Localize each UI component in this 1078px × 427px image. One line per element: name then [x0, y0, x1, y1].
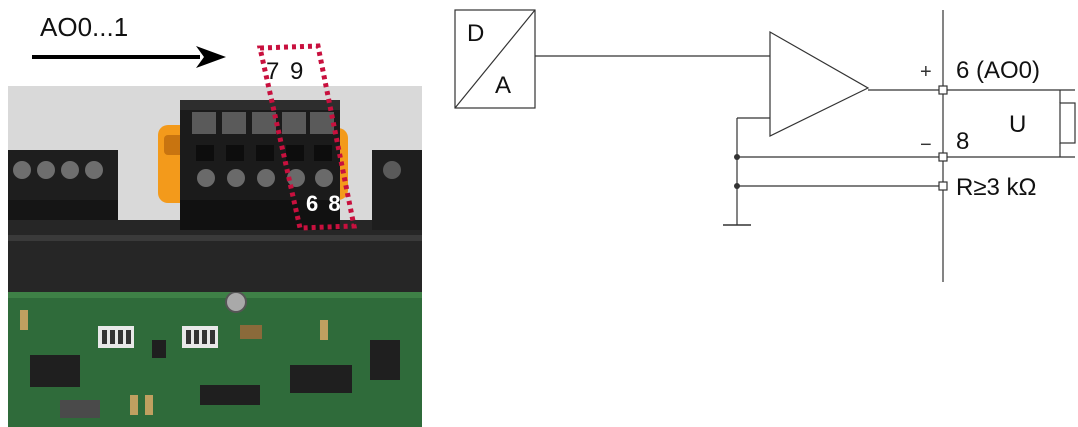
dac-diagonal — [454, 9, 536, 109]
pcb-components — [20, 291, 400, 418]
bottom-terminal-numbers: 6 8 — [306, 191, 343, 216]
junction-dot — [734, 183, 740, 189]
terminal-square — [938, 181, 948, 191]
dac-label-a: A — [495, 72, 512, 99]
signal-arrow-head — [196, 46, 226, 68]
load-label: R≥3 kΩ — [956, 174, 1037, 201]
dac-block — [454, 9, 536, 109]
dac-label-d: D — [467, 20, 485, 47]
connector-housing — [8, 220, 422, 292]
terminal-square — [938, 85, 948, 95]
amplifier-symbol — [769, 30, 870, 137]
top-terminal-numbers: 7 9 — [266, 58, 306, 85]
terminal-highlight — [256, 43, 358, 231]
terminal-photo — [8, 43, 422, 427]
pin-6-label: 6 (AO0) — [956, 57, 1041, 84]
right-connector — [372, 150, 422, 230]
pin-8-label: 8 — [956, 128, 970, 155]
junction-dot — [734, 154, 740, 160]
voltage-label: U — [1009, 111, 1027, 138]
left-connector — [8, 150, 118, 220]
signal-label: AO0...1 — [40, 12, 129, 42]
plus-sign: + — [920, 61, 932, 83]
terminal-block — [180, 100, 340, 230]
terminal-square — [938, 152, 948, 162]
schematic-diagram — [454, 9, 1076, 282]
minus-sign: − — [920, 134, 932, 156]
load-resistor — [1059, 102, 1076, 144]
